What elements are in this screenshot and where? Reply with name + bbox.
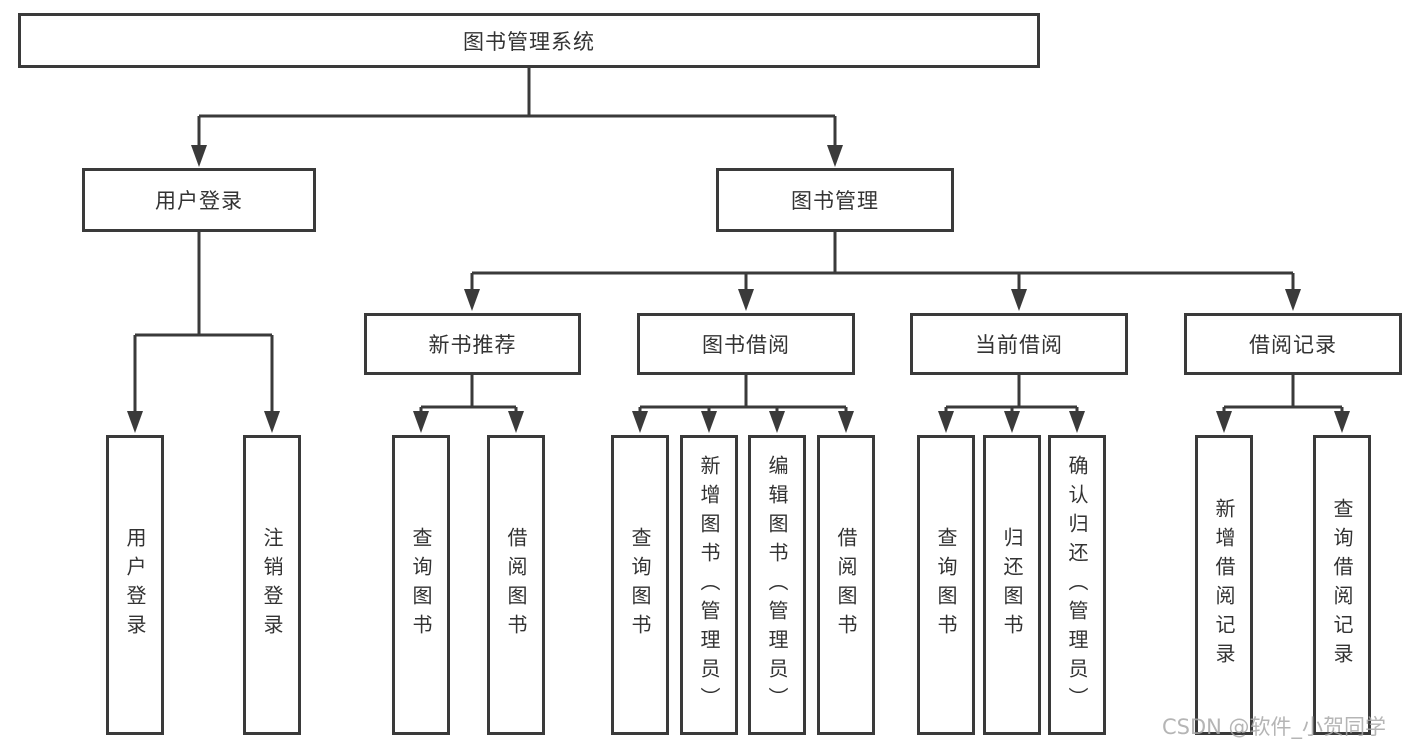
node-user-login: 用户登录 bbox=[82, 168, 316, 232]
node-label: 查询图书 bbox=[628, 527, 652, 643]
leaf-query-borrow-record: 查询借阅记录 bbox=[1313, 435, 1371, 735]
arrowhead-icon bbox=[1285, 289, 1301, 311]
arrowhead-icon bbox=[1004, 411, 1020, 433]
arrowhead-icon bbox=[827, 145, 843, 167]
node-label: 归还图书 bbox=[1000, 527, 1024, 643]
node-label: 新增图书（管理员） bbox=[697, 454, 721, 716]
node-label: 图书管理 bbox=[791, 189, 879, 213]
arrowhead-icon bbox=[464, 289, 480, 311]
node-book-management: 图书管理 bbox=[716, 168, 954, 232]
node-current-borrow: 当前借阅 bbox=[910, 313, 1128, 375]
leaf-query-books-borrow: 查询图书 bbox=[611, 435, 669, 735]
arrowhead-icon bbox=[1216, 411, 1232, 433]
node-root-system: 图书管理系统 bbox=[18, 13, 1040, 68]
leaf-edit-book-admin: 编辑图书（管理员） bbox=[748, 435, 806, 735]
node-label: 新书推荐 bbox=[428, 333, 517, 357]
node-label: 当前借阅 bbox=[975, 333, 1063, 357]
connector-borrow-records-to-leaves bbox=[1216, 375, 1350, 433]
leaf-confirm-return-admin: 确认归还（管理员） bbox=[1048, 435, 1106, 735]
node-label: 查询图书 bbox=[409, 527, 433, 643]
leaf-logout: 注销登录 bbox=[243, 435, 301, 735]
arrowhead-icon bbox=[264, 411, 280, 433]
leaf-add-book-admin: 新增图书（管理员） bbox=[680, 435, 738, 735]
leaf-query-books-recommend: 查询图书 bbox=[392, 435, 450, 735]
leaf-user-login: 用户登录 bbox=[106, 435, 164, 735]
node-label: 用户登录 bbox=[155, 189, 243, 213]
connector-book-borrow-to-leaves bbox=[632, 375, 854, 433]
arrowhead-icon bbox=[1069, 411, 1085, 433]
arrowhead-icon bbox=[508, 411, 524, 433]
node-label: 新增借阅记录 bbox=[1212, 498, 1236, 672]
leaf-return-book: 归还图书 bbox=[983, 435, 1041, 735]
csdn-watermark: CSDN @软件_小贺同学 bbox=[1161, 715, 1387, 739]
connector-book-mgmt-to-level3 bbox=[464, 232, 1301, 311]
arrowhead-icon bbox=[769, 411, 785, 433]
node-label: 用户登录 bbox=[123, 527, 147, 643]
leaf-borrow-books-recommend: 借阅图书 bbox=[487, 435, 545, 735]
node-label: 确认归还（管理员） bbox=[1065, 454, 1089, 716]
node-label: 借阅记录 bbox=[1249, 333, 1337, 357]
leaf-query-books-current: 查询图书 bbox=[917, 435, 975, 735]
arrowhead-icon bbox=[1011, 289, 1027, 311]
arrowhead-icon bbox=[632, 411, 648, 433]
connector-root-to-level2 bbox=[191, 68, 843, 167]
node-label: 编辑图书（管理员） bbox=[765, 454, 789, 716]
connector-user-login-to-leaves bbox=[127, 232, 280, 433]
node-label: 图书管理系统 bbox=[463, 29, 595, 54]
node-book-borrow: 图书借阅 bbox=[637, 313, 855, 375]
node-label: 借阅图书 bbox=[504, 527, 528, 643]
arrowhead-icon bbox=[938, 411, 954, 433]
arrowhead-icon bbox=[701, 411, 717, 433]
arrowhead-icon bbox=[1334, 411, 1350, 433]
leaf-borrow-books: 借阅图书 bbox=[817, 435, 875, 735]
leaf-add-borrow-record: 新增借阅记录 bbox=[1195, 435, 1253, 735]
node-label: 查询图书 bbox=[934, 527, 958, 643]
arrowhead-icon bbox=[838, 411, 854, 433]
arrowhead-icon bbox=[191, 145, 207, 167]
node-label: 注销登录 bbox=[260, 527, 284, 643]
arrowhead-icon bbox=[738, 289, 754, 311]
node-borrow-records: 借阅记录 bbox=[1184, 313, 1402, 375]
connector-current-borrow-to-leaves bbox=[938, 375, 1085, 433]
node-label: 借阅图书 bbox=[834, 527, 858, 643]
node-new-book-recommend: 新书推荐 bbox=[364, 313, 581, 375]
arrowhead-icon bbox=[413, 411, 429, 433]
connector-new-book-rec-to-leaves bbox=[413, 375, 524, 433]
arrowhead-icon bbox=[127, 411, 143, 433]
node-label: 查询借阅记录 bbox=[1330, 498, 1354, 672]
node-label: 图书借阅 bbox=[702, 333, 790, 357]
